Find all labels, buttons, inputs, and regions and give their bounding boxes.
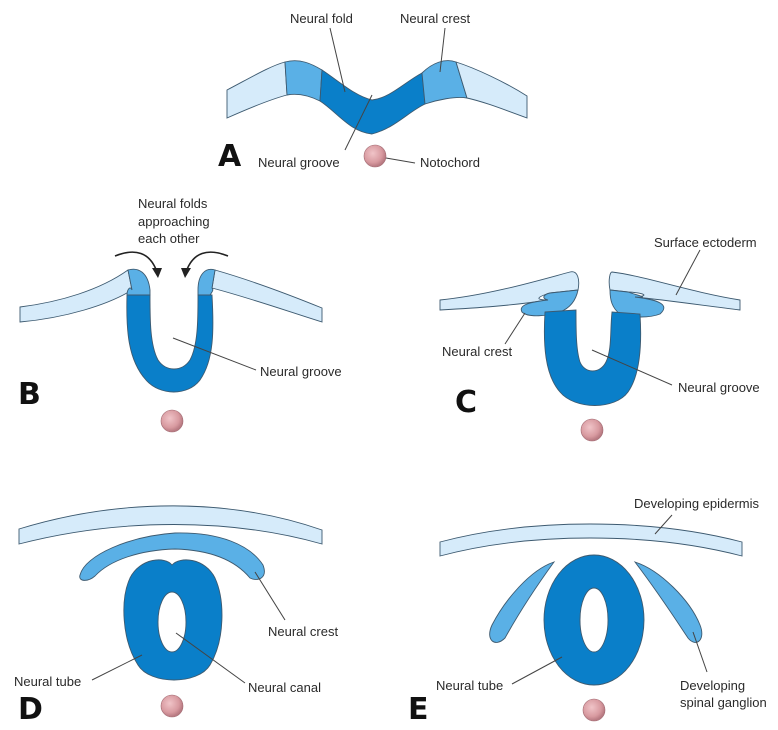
neural-canal: [579, 587, 609, 653]
label-neural-crest: Neural crest: [400, 11, 470, 26]
arrow-left-icon: [114, 251, 158, 273]
notochord: [580, 418, 604, 442]
surface-ectoderm-left: [226, 61, 288, 119]
panel-letter-d: D: [18, 692, 43, 727]
neural-crest-left: [126, 268, 151, 296]
surface-ectoderm-right: [455, 61, 528, 119]
surface-ectoderm-left: [19, 269, 133, 323]
panel-d: Neural crest Neural tube Neural canal D: [14, 505, 338, 727]
leader-neural-groove: [591, 349, 673, 386]
notochord: [160, 694, 184, 718]
label-neural-groove: Neural groove: [678, 380, 760, 395]
arrowhead-left-icon: [152, 268, 162, 278]
neural-plate: [319, 69, 426, 135]
notochord: [582, 698, 606, 722]
leader-surface-ectoderm: [675, 249, 701, 296]
label-ganglion-line1: Developing: [680, 678, 745, 693]
panel-b: Neural folds approaching each other Neur…: [18, 196, 342, 433]
leader-neural-crest: [504, 312, 526, 345]
surface-ectoderm-right: [608, 271, 741, 311]
spinal-ganglion-right: [633, 561, 703, 643]
label-developing-epidermis: Developing epidermis: [634, 496, 760, 511]
panel-letter-b: B: [18, 377, 41, 412]
notochord: [363, 144, 387, 168]
neural-crest-right: [609, 289, 665, 318]
leader-neural-crest: [254, 571, 286, 621]
leader-neural-groove: [344, 94, 373, 151]
leader-neural-groove: [172, 337, 257, 371]
leader-neural-tube: [511, 656, 563, 685]
label-folds-line1: Neural folds: [138, 196, 208, 211]
surface-ectoderm-right: [211, 269, 323, 323]
label-neural-tube: Neural tube: [436, 678, 503, 693]
label-folds-line2: approaching: [138, 214, 210, 229]
arrow-right-icon: [185, 251, 229, 273]
leader-notochord: [385, 157, 416, 164]
arrowhead-right-icon: [181, 268, 191, 278]
label-neural-fold: Neural fold: [290, 11, 353, 26]
spinal-ganglion-left: [489, 561, 556, 643]
neural-canal: [157, 591, 187, 653]
leader-neural-tube: [91, 654, 143, 681]
surface-ectoderm: [18, 505, 323, 545]
label-neural-groove: Neural groove: [258, 155, 340, 170]
notochord: [160, 409, 184, 433]
leader-neural-fold: [329, 27, 346, 93]
label-ganglion-line2: spinal ganglion: [680, 695, 767, 710]
panel-e: Developing epidermis Neural tube Develop…: [408, 496, 767, 727]
neural-crest-right: [197, 268, 216, 296]
label-notochord: Notochord: [420, 155, 480, 170]
label-neural-groove: Neural groove: [260, 364, 342, 379]
leader-neural-canal: [175, 632, 246, 684]
label-folds-line3: each other: [138, 231, 200, 246]
neural-plate: [126, 294, 214, 393]
label-neural-canal: Neural canal: [248, 680, 321, 695]
label-neural-crest: Neural crest: [442, 344, 512, 359]
label-surface-ectoderm: Surface ectoderm: [654, 235, 757, 250]
neural-crest-left: [284, 60, 323, 102]
neural-plate: [543, 309, 642, 406]
neural-crest: [79, 532, 265, 581]
label-neural-crest: Neural crest: [268, 624, 338, 639]
leader-spinal-ganglion: [692, 631, 708, 673]
panel-c: Surface ectoderm Neural crest Neural gro…: [439, 235, 760, 442]
panel-letter-e: E: [408, 692, 429, 727]
leader-neural-crest: [439, 27, 446, 73]
leader-developing-epidermis: [654, 514, 673, 535]
panel-letter-a: A: [218, 139, 242, 174]
panel-a: Neural fold Neural crest Neural groove N…: [218, 11, 528, 174]
label-neural-tube: Neural tube: [14, 674, 81, 689]
panel-letter-c: C: [455, 385, 477, 420]
neural-crest-left: [520, 289, 579, 317]
developing-epidermis: [439, 523, 743, 557]
